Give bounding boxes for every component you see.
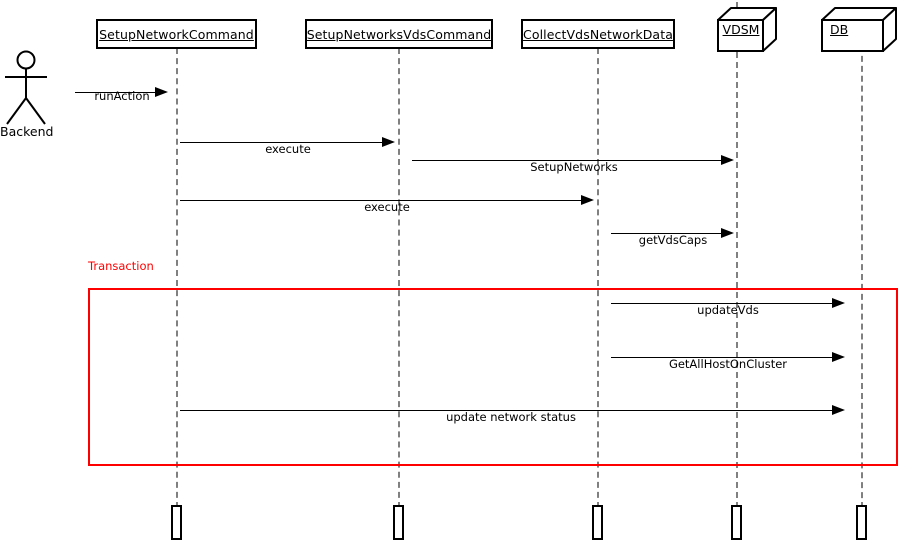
lifeline-vdsm	[736, 2, 738, 508]
message-line	[412, 160, 722, 161]
message-line	[611, 233, 722, 234]
participant-setup-network-command[interactable]: SetupNetworkCommand	[96, 19, 257, 49]
message-arrowhead-icon	[832, 351, 845, 362]
message-line	[611, 303, 833, 304]
actor-label: Backend	[0, 124, 54, 139]
message-arrowhead-icon	[382, 136, 395, 147]
message-label-update-network-status: update network status	[446, 410, 576, 424]
message-label-update-vds: updateVds	[697, 303, 759, 317]
participant-vdsm[interactable]	[714, 6, 780, 54]
activation-bar-setup-network-command[interactable]	[171, 505, 182, 540]
participant-label-db: DB	[830, 22, 849, 37]
message-line	[180, 142, 383, 143]
message-label-execute-2: execute	[364, 200, 410, 214]
message-label-run-action: runAction	[94, 89, 150, 103]
activation-bar-db[interactable]	[856, 505, 867, 540]
activation-bar-collect-vds-network-data[interactable]	[592, 505, 603, 540]
activation-bar-vdsm[interactable]	[731, 505, 742, 540]
fragment-label-transaction: Transaction	[88, 259, 154, 273]
message-arrowhead-icon	[721, 154, 734, 165]
actor-backend[interactable]	[2, 50, 50, 128]
message-label-execute-1: execute	[265, 142, 311, 156]
participant-db[interactable]	[818, 6, 900, 54]
message-arrowhead-icon	[581, 194, 594, 205]
participant-collect-vds-network-data[interactable]: CollectVdsNetworkData	[521, 19, 675, 49]
actor-stick-figure-icon	[5, 50, 47, 125]
message-line	[180, 200, 582, 201]
message-arrowhead-icon	[721, 227, 734, 238]
participant-setup-networks-vds-command[interactable]: SetupNetworksVdsCommand	[305, 19, 493, 49]
participant-label: SetupNetworkCommand	[99, 26, 254, 42]
message-line	[611, 357, 833, 358]
message-label-setup-networks: SetupNetworks	[530, 160, 618, 174]
node-3d-box-icon	[717, 7, 777, 52]
message-label-get-all-host-on-cluster: GetAllHostOnCluster	[668, 357, 788, 371]
participant-label: SetupNetworksVdsCommand	[306, 26, 492, 42]
fragment-box-transaction	[88, 288, 898, 466]
message-line	[75, 92, 157, 93]
node-3d-box-icon	[821, 7, 897, 52]
lifeline-setup-network-command	[176, 48, 178, 508]
lifeline-setup-networks-vds-command	[398, 48, 400, 508]
message-label-get-vds-caps: getVdsCaps	[638, 233, 708, 247]
message-line	[180, 410, 833, 411]
message-arrowhead-icon	[155, 86, 168, 97]
lifeline-db	[861, 46, 863, 508]
activation-bar-setup-networks-vds-command[interactable]	[393, 505, 404, 540]
message-arrowhead-icon	[832, 404, 845, 415]
participant-label-vdsm: VDSM	[722, 22, 760, 37]
participant-label: CollectVdsNetworkData	[523, 26, 673, 42]
lifeline-collect-vds-network-data	[597, 48, 599, 508]
message-arrowhead-icon	[832, 297, 845, 308]
